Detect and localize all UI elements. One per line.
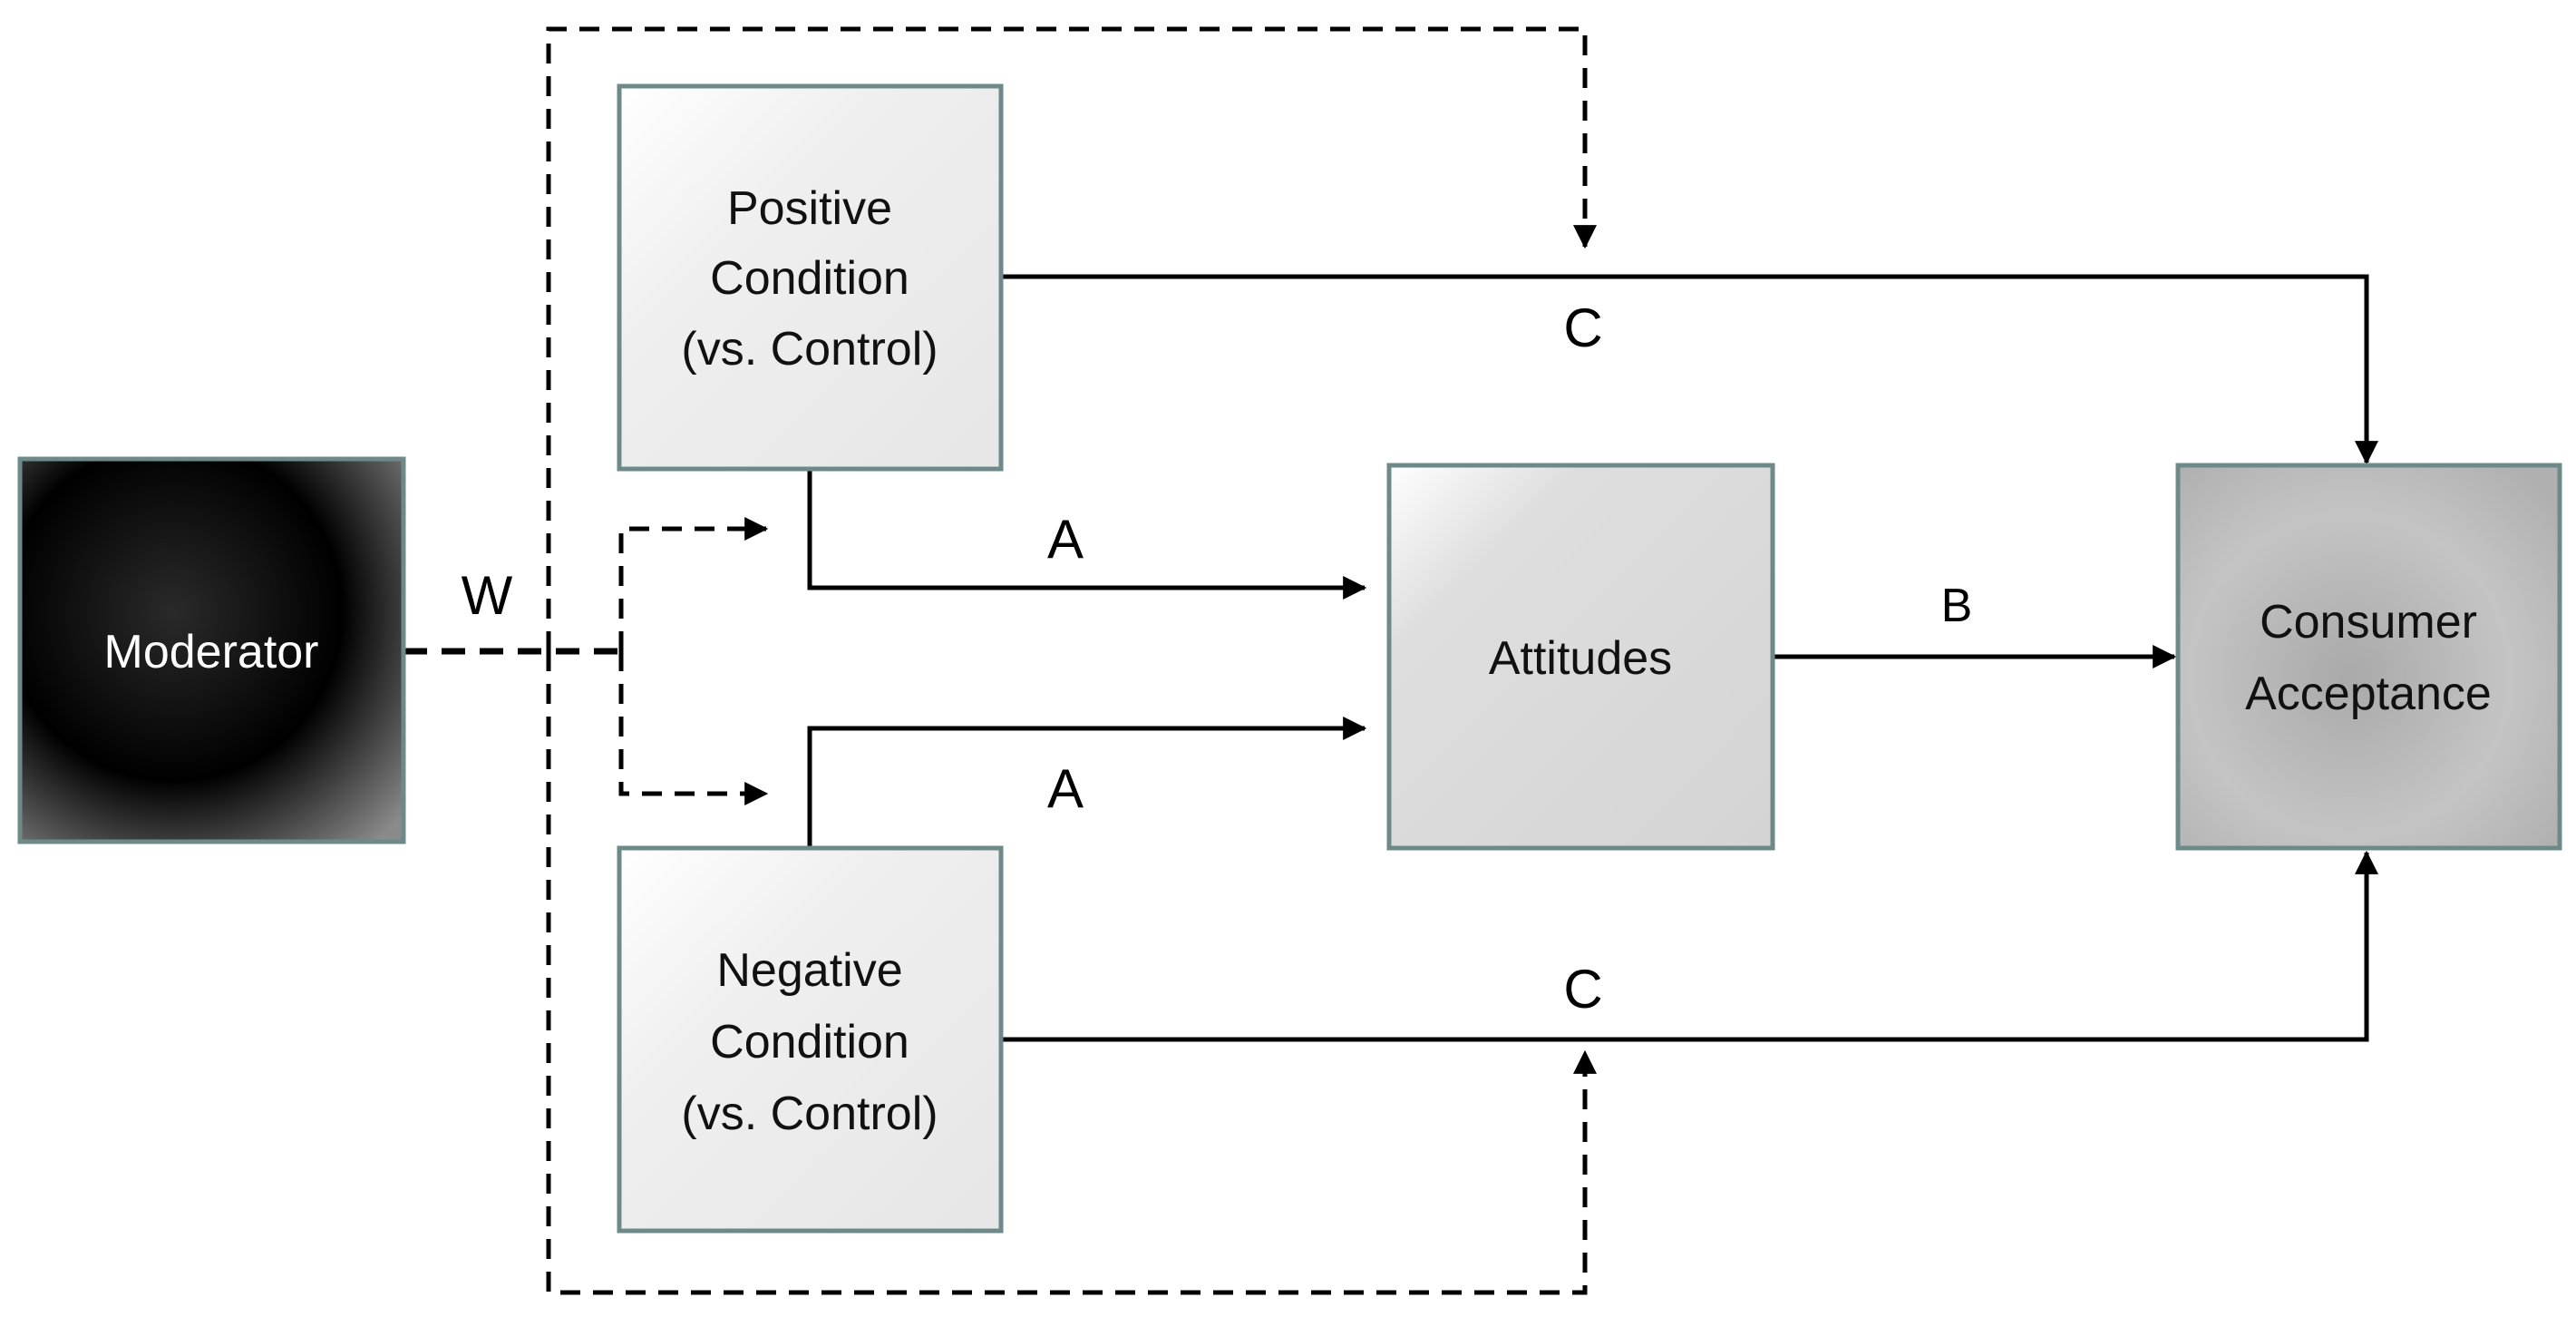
negative-label-line2: Condition bbox=[710, 1016, 909, 1068]
consumer-label-line1: Consumer bbox=[2260, 596, 2477, 649]
moderator-node: Moderator bbox=[17, 456, 406, 844]
path-c-top-label: C bbox=[1563, 298, 1602, 358]
negative-condition-node: Negative Condition (vs. Control) bbox=[617, 845, 1004, 1234]
positive-label-line3: (vs. Control) bbox=[681, 323, 938, 376]
path-a-bottom-arrow bbox=[807, 717, 1367, 848]
moderator-to-a-top-dashed-path bbox=[618, 517, 769, 651]
attitudes-label: Attitudes bbox=[1489, 632, 1672, 685]
positive-label-line2: Condition bbox=[710, 252, 909, 305]
path-b-label: B bbox=[1941, 580, 1973, 632]
path-c-top-arrow bbox=[1001, 274, 2378, 465]
attitudes-node: Attitudes bbox=[1386, 463, 1775, 851]
negative-label-line3: (vs. Control) bbox=[681, 1088, 938, 1140]
consumer-label-line2: Acceptance bbox=[2245, 668, 2492, 720]
path-a-top-arrow bbox=[807, 469, 1367, 600]
moderator-label: Moderator bbox=[104, 626, 319, 678]
moderator-to-c-bottom-dashed-path bbox=[546, 651, 1597, 1295]
moderator-to-a-bottom-dashed-path bbox=[618, 651, 769, 805]
path-c-bottom-label: C bbox=[1563, 959, 1602, 1019]
moderator-to-c-top-dashed-path bbox=[546, 26, 1597, 651]
positive-condition-node: Positive Condition (vs. Control) bbox=[617, 83, 1004, 472]
path-w-label: W bbox=[462, 565, 513, 626]
path-c-bottom-arrow bbox=[1001, 850, 2378, 1042]
positive-label-line1: Positive bbox=[727, 182, 892, 235]
consumer-acceptance-node: Consumer Acceptance bbox=[2175, 463, 2562, 851]
path-a-bottom-label: A bbox=[1047, 758, 1084, 819]
negative-label-line1: Negative bbox=[716, 944, 902, 997]
path-a-top-label: A bbox=[1047, 509, 1084, 570]
